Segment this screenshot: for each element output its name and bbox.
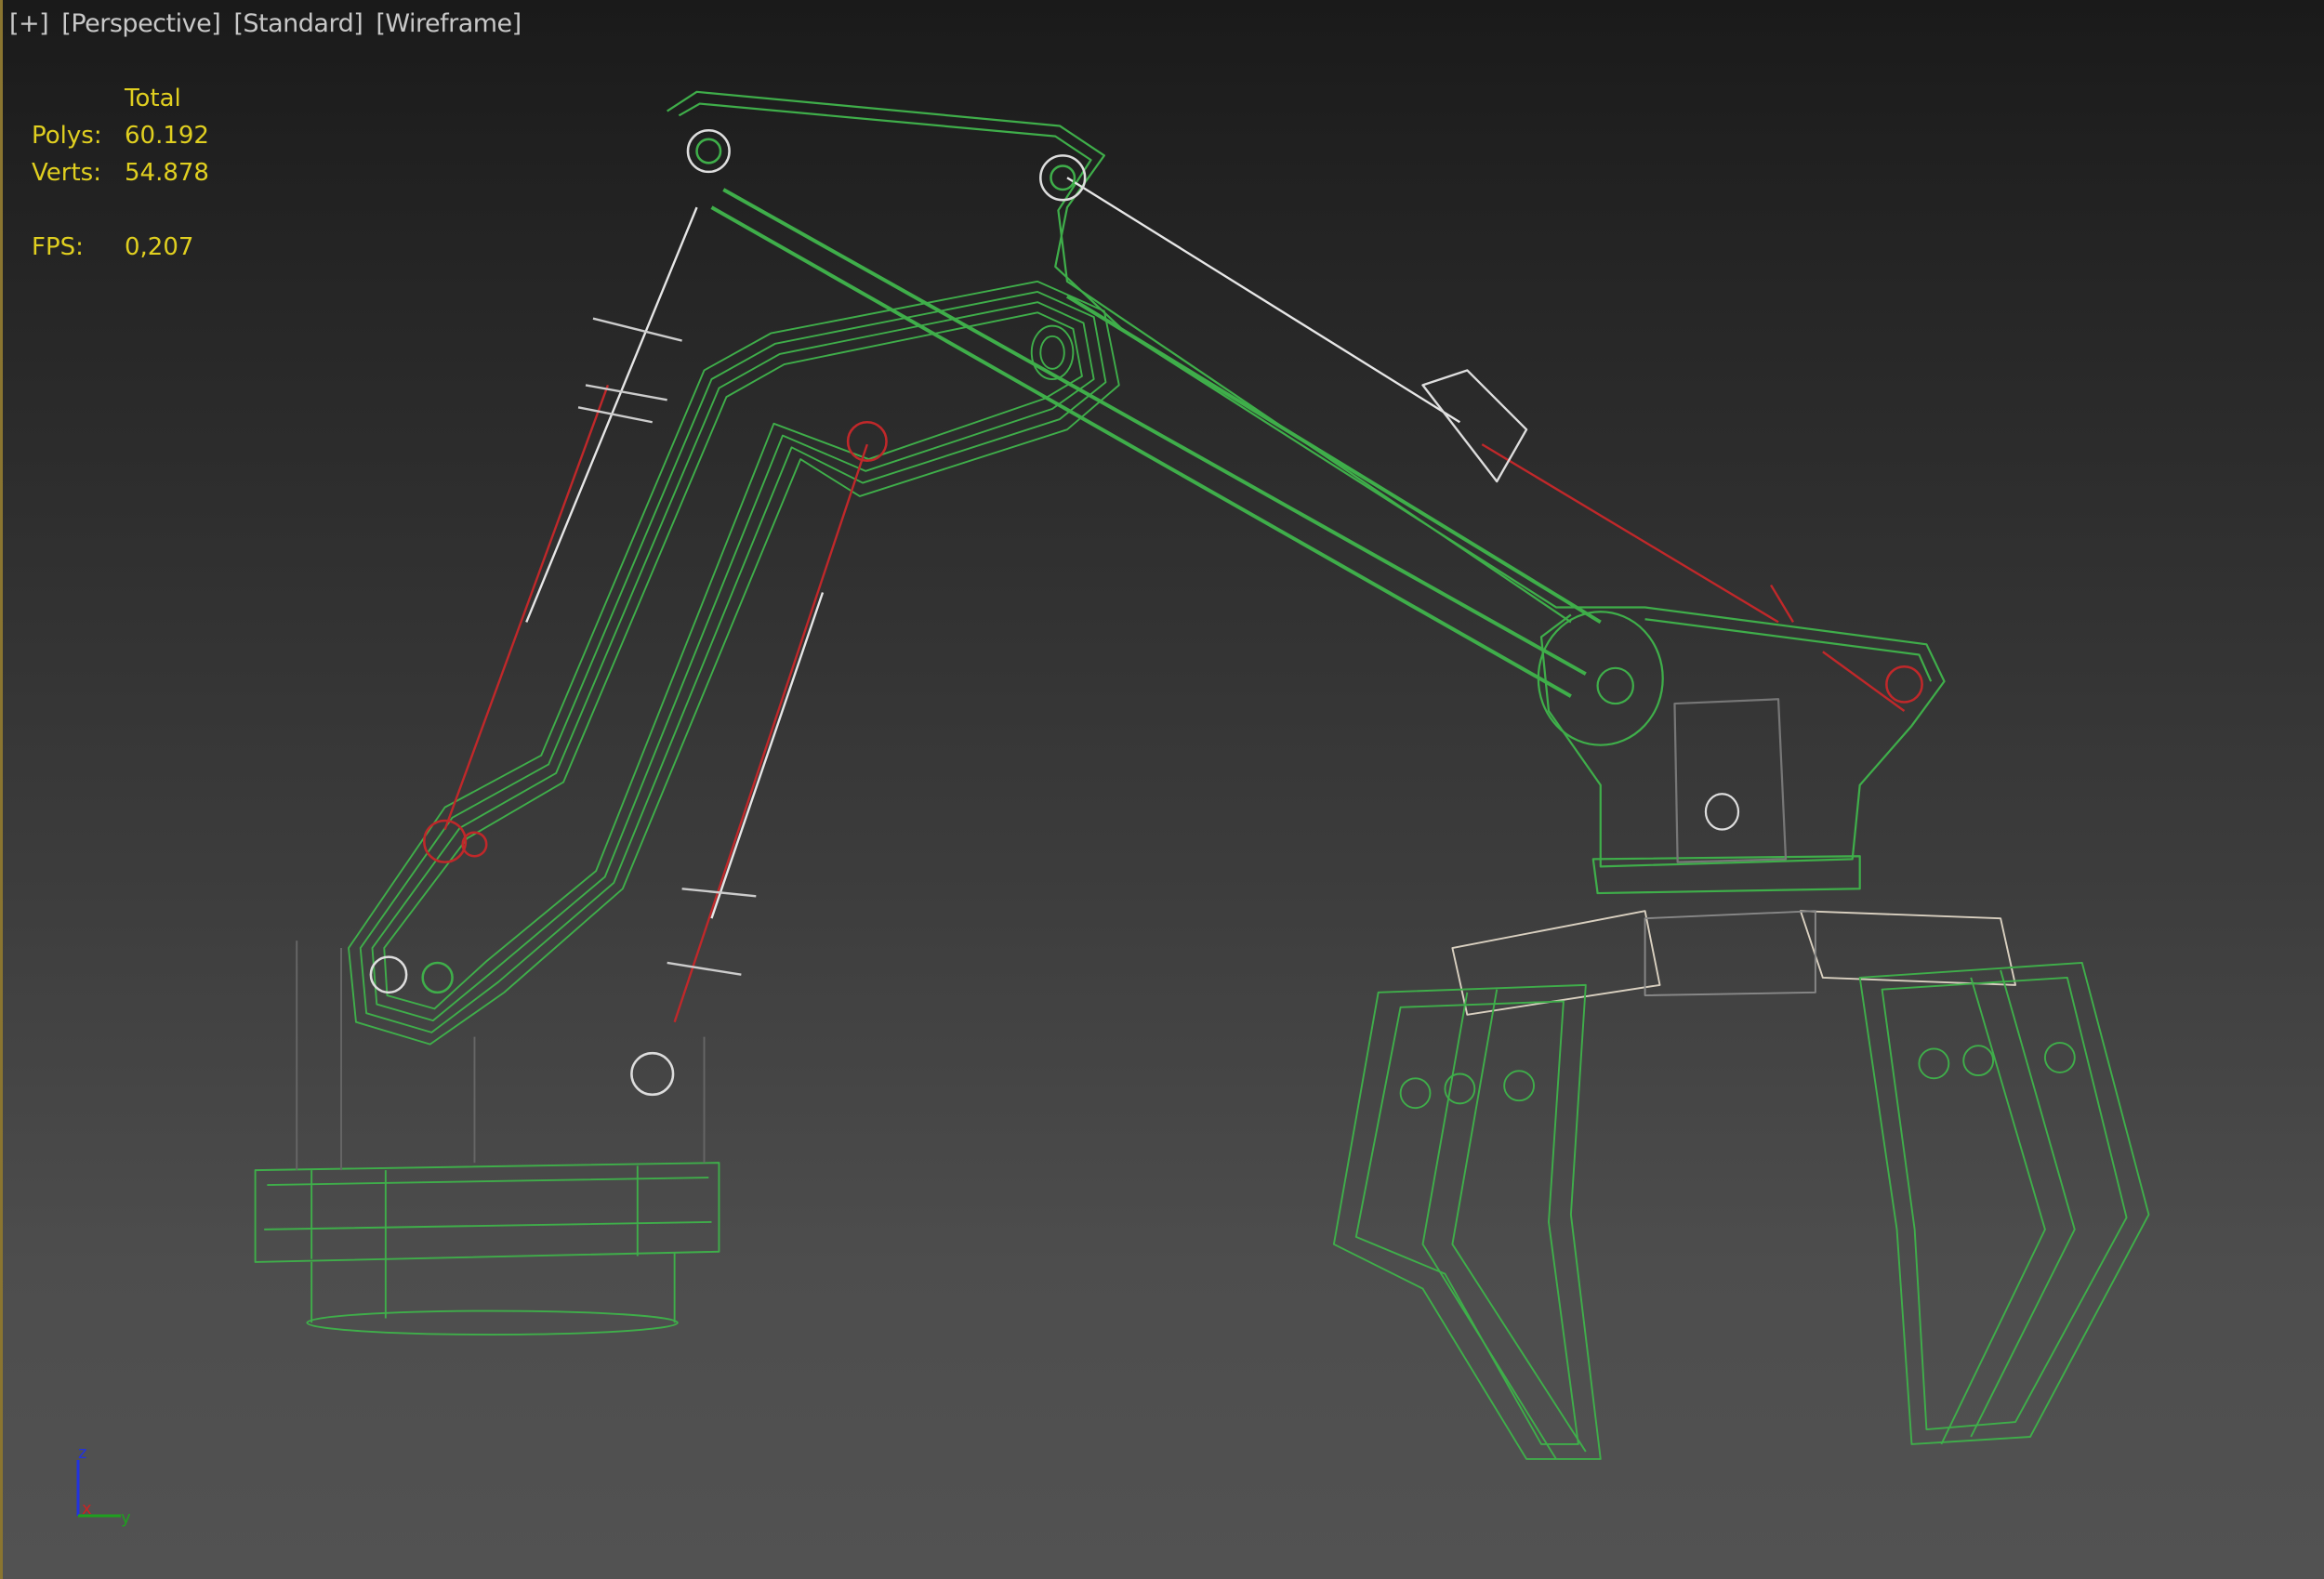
stats-polys-value: 60.192 [125, 122, 209, 150]
lower-boom [348, 280, 1120, 1046]
stats-verts-label: Verts: [32, 159, 101, 187]
upper-boom [667, 90, 1946, 895]
joint-pins [369, 128, 1923, 1097]
gripper [1332, 910, 2150, 1460]
x-axis-label: x [82, 1499, 92, 1519]
viewport-active-border [0, 0, 3, 1579]
stats-fps-label: FPS: [32, 233, 84, 261]
viewport-rendering-menu[interactable]: [Standard] [233, 9, 363, 38]
viewport-statistics: Total Polys: 60.192 Verts: 54.878 FPS: 0,20… [32, 80, 209, 266]
base-model [254, 941, 720, 1336]
stats-fps-value: 0,207 [125, 233, 194, 261]
stats-verts-value: 54.878 [125, 159, 209, 187]
stats-header: Total [125, 85, 181, 112]
axis-gizmo: z x y [76, 1445, 131, 1528]
z-axis-label: z [78, 1445, 86, 1463]
stats-polys-label: Polys: [32, 122, 102, 150]
viewport-label-menu: [+] [Perspective] [Standard] [Wireframe] [9, 9, 527, 38]
viewport-shading-menu[interactable]: [Wireframe] [376, 9, 522, 38]
viewport-general-menu[interactable]: [+] [9, 9, 49, 38]
pistons [443, 177, 1906, 1023]
viewport-point-of-view-menu[interactable]: [Perspective] [61, 9, 221, 38]
y-axis-label: y [121, 1508, 131, 1528]
